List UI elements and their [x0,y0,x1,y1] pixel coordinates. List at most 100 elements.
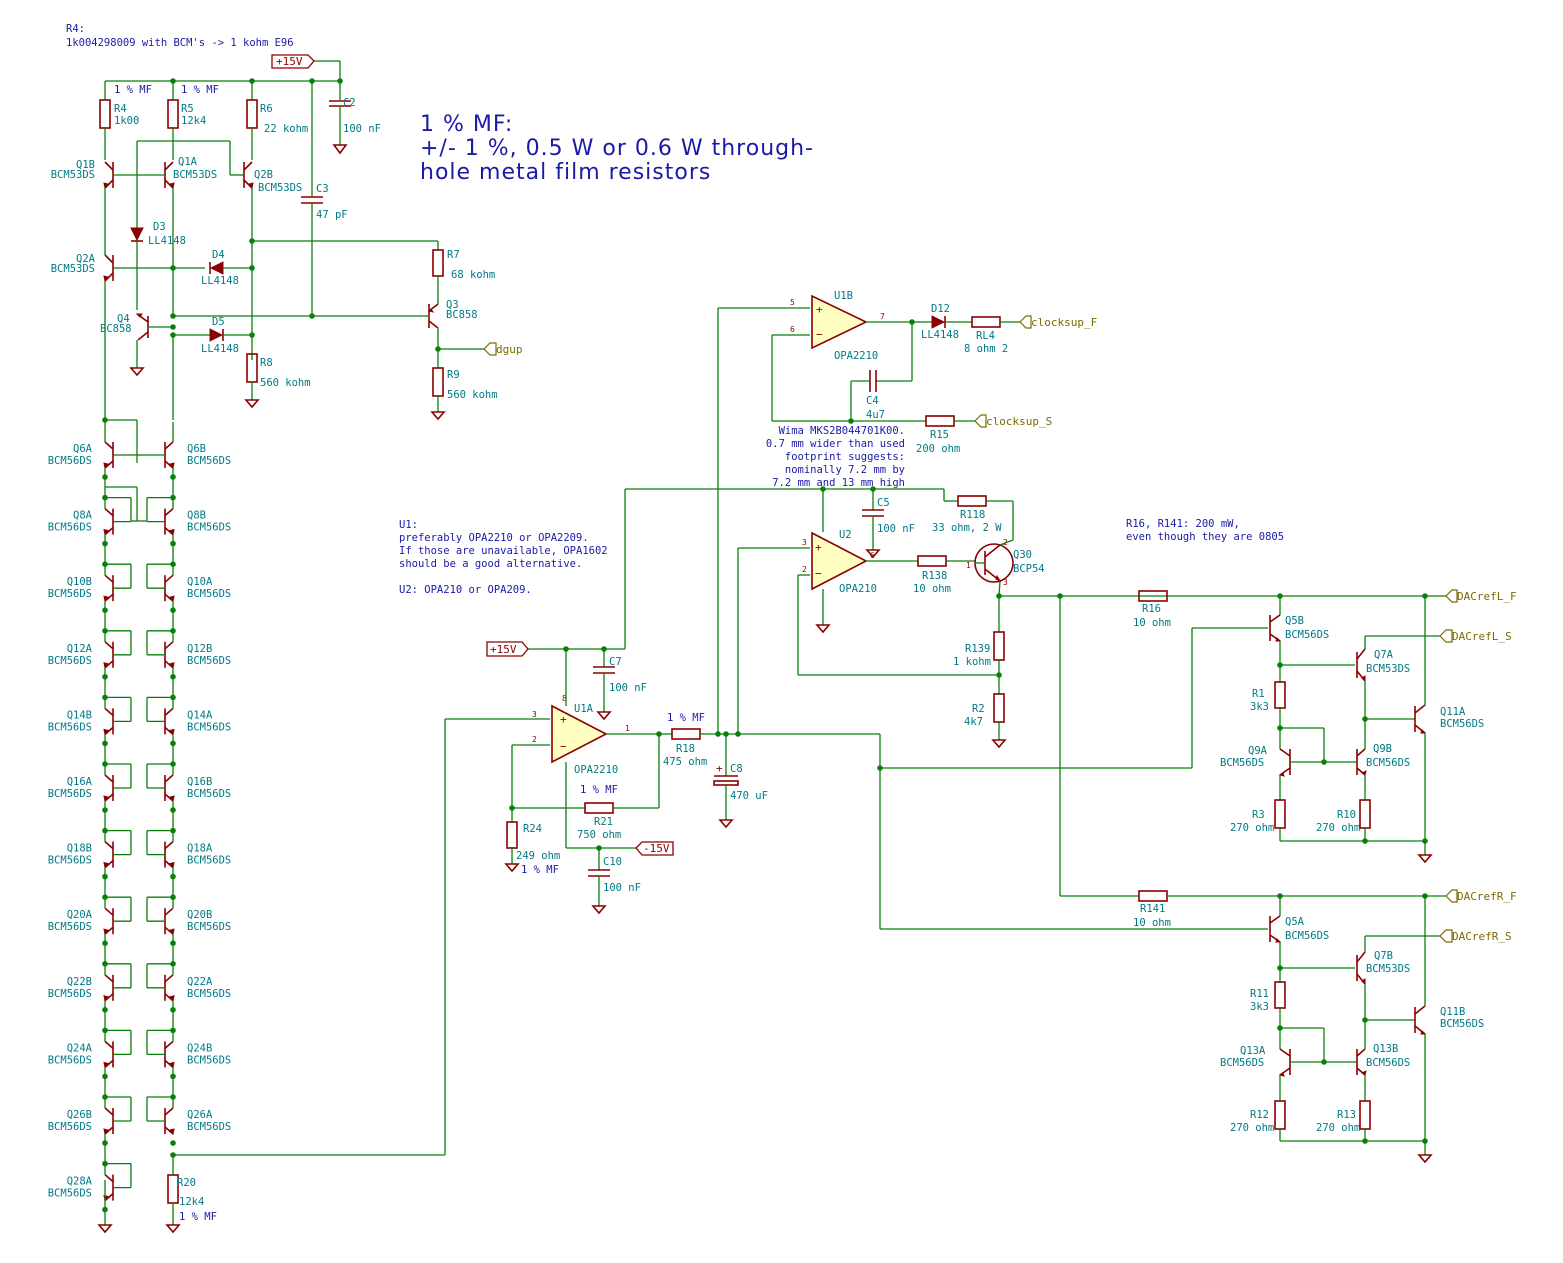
r16-ref: R16 [1142,603,1161,615]
q5a-value: BCM56DS [1285,930,1329,942]
svg-text:DACrefL_S: DACrefL_S [1452,630,1512,643]
q3-value: BC858 [446,309,478,321]
q11b-transistor [1414,1005,1427,1035]
q6b-value: BCM56DS [187,455,231,467]
label-dacrefl-s: DACrefL_S [1439,629,1512,643]
q9b-transistor [1356,748,1367,776]
q1b-ref: Q1B [76,159,95,171]
q6b-transistor [147,441,175,470]
q16a-transistor [103,774,131,803]
r141-value: 10 ohm [1133,917,1171,929]
q24a-transistor [103,1040,131,1069]
q18b-transistor [103,840,131,869]
r12-value: 270 ohm [1230,1122,1274,1134]
u1b-section: + − U1B OPA2210 5 6 7 C4 4u7 R15 200 ohm… [717,290,1097,734]
r21-value: 750 ohm [577,829,621,841]
c10-value: 100 nF [603,882,641,894]
q24b-value: BCM56DS [187,1054,231,1066]
q12a-ref: Q12A [67,643,93,655]
r1-value: 3k3 [1250,701,1269,713]
u1a-section: + − U1A OPA2210 3 2 1 8 R21 750 ohm 1 % … [444,641,880,1155]
bias-section: +15V R4 1k00 1 % MF R5 12k4 1 % MF R6 22… [51,54,523,421]
q2a-ref: Q2A [76,253,96,265]
label-dgup: dgup [483,342,523,356]
note-u2: U2: OPA210 or OPA209. [399,584,532,596]
r3-value: 270 ohm [1230,822,1274,834]
q1a-ref: Q1A [178,156,198,168]
q12b-ref: Q12B [187,643,212,655]
q24a-ref: Q24A [67,1042,93,1054]
u1a-value: OPA2210 [574,764,618,776]
q4-ref: Q4 [117,313,130,325]
q5b-transistor [1269,614,1282,642]
q10b-value: BCM56DS [48,588,92,600]
q10b-transistor [103,574,131,603]
r9-value: 560 kohm [447,389,498,401]
q10a-value: BCM56DS [187,588,231,600]
note-u1-l1: preferably OPA2210 or OPA2209. [399,532,589,544]
q14a-ref: Q14A [187,709,213,721]
svg-text:2: 2 [802,565,807,574]
r6-value: 22 kohm [264,123,308,135]
rl4-ref: RL4 [976,330,995,342]
u1b-ref: U1B [834,290,853,302]
q7b-ref: Q7B [1374,950,1393,962]
svg-text:8: 8 [562,694,567,703]
q20a-ref: Q20A [67,909,93,921]
svg-text:+: + [816,303,823,316]
q10a-transistor [147,574,175,603]
svg-text:+: + [815,541,822,554]
q7a-ref: Q7A [1374,649,1394,661]
q12a-value: BCM56DS [48,655,92,667]
q24b-transistor [147,1040,175,1069]
q22b-value: BCM56DS [48,988,92,1000]
q13a-value: BCM56DS [1220,1057,1264,1069]
q14b-ref: Q14B [67,709,92,721]
c8-ref: C8 [730,763,743,775]
svg-text:2: 2 [1003,538,1008,547]
svg-text:1: 1 [625,724,630,733]
r138-ref: R138 [922,570,947,582]
q7a-transistor [1356,648,1366,683]
q13a-transistor [1278,1048,1357,1077]
q16b-ref: Q16B [187,776,212,788]
q2a-transistor [103,254,205,283]
q20b-ref: Q20B [187,909,212,921]
svg-text:−: − [560,740,567,753]
note-mf-line1: 1 % MF: [420,112,513,137]
u2-value: OPA210 [839,583,877,595]
q14a-transistor [147,707,175,736]
q30-transistor [974,539,1014,597]
note-mf-line2: +/- 1 %, 0.5 W or 0.6 W through- [420,136,814,161]
svg-text:3: 3 [532,710,537,719]
power-flag-plus15-top: +15V [271,54,315,69]
r21-ref: R21 [594,816,613,828]
q14b-value: BCM56DS [48,721,92,733]
q2b-value: BCM53DS [258,182,302,194]
q9b-value: BCM56DS [1366,757,1410,769]
q9a-value: BCM56DS [1220,757,1264,769]
q7b-value: BCM53DS [1366,963,1410,975]
q8b-value: BCM56DS [187,522,231,534]
r21-mf: 1 % MF [580,784,618,796]
u1b-opamp [811,294,868,350]
c7-value: 100 nF [609,682,647,694]
q1a-value: BCM53DS [173,169,217,181]
q5a-ref: Q5A [1285,916,1305,928]
svg-text:6: 6 [870,551,875,560]
svg-text:+15V: +15V [276,55,303,68]
svg-text:3: 3 [802,538,807,547]
q9a-transistor [1278,748,1357,777]
c8-value: 470 uF [730,790,768,802]
q6a-value: BCM56DS [48,455,92,467]
q6b-ref: Q6B [187,443,206,455]
q20a-value: BCM56DS [48,921,92,933]
q14a-value: BCM56DS [187,721,231,733]
r13-value: 270 ohm [1316,1122,1360,1134]
d3-ref: D3 [153,221,166,233]
svg-text:clocksup_F: clocksup_F [1031,316,1097,329]
c5-ref: C5 [877,497,890,509]
q2b-transistor [229,141,254,190]
q12a-transistor [103,641,131,669]
q22a-value: BCM56DS [187,988,231,1000]
